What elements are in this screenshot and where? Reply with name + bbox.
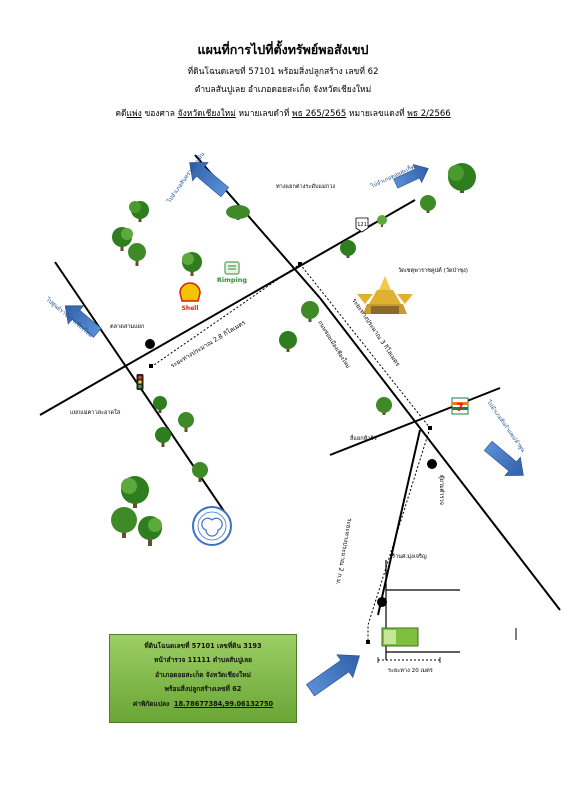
coord-label: ค่าพิกัดแปลง: [132, 699, 170, 708]
university-seal: [192, 506, 232, 546]
rimping-logo: Rimping: [217, 261, 248, 284]
seven-eleven-logo: 7: [451, 397, 469, 415]
tree-icon: [121, 476, 149, 508]
tree-icon: [112, 227, 133, 251]
police-label: ตู้ยามตำรวจ: [438, 475, 445, 505]
junction-harua-label: สี่แยกห้าร้ว: [349, 434, 376, 442]
shop-label: ร้านศ.มุ่งเจริญ: [392, 553, 427, 560]
property-marker: [381, 627, 419, 647]
distance-2-8-km-label: ระยะทางประมาณ 2.8 กิโลเมตร: [169, 318, 248, 370]
tree-icon: [377, 215, 387, 227]
tree-icon: [138, 516, 162, 546]
tree-icon: [182, 252, 202, 276]
tree-icon: [420, 195, 436, 213]
tree-icon: [128, 243, 146, 266]
case-line: คดีแพ่ง ของศาล จังหวัดเชียงใหม่ หมายเลขด…: [0, 106, 566, 120]
junction-maekuang-label: ทางแยกต่างระดับแม่กวง: [276, 183, 335, 190]
route-point: [149, 364, 153, 368]
road-highway-121: [39, 199, 416, 416]
info-survey: หน้าสำรวจ 11111 ตำบลสันปูเลย: [153, 656, 252, 665]
road-name-label: ถนนซอยเมืองเชียงใหม่: [316, 319, 351, 370]
rimping-label: Rimping: [217, 276, 248, 284]
temple-icon: [357, 276, 413, 314]
tree-icon: [301, 301, 319, 322]
tree-icon: [129, 201, 149, 222]
tree-icon: [340, 240, 356, 258]
info-deed: ที่ดินโฉนดเลขที่ 57101 เลขที่ดิน 3193: [144, 642, 262, 650]
arrow-icon: [393, 163, 429, 189]
deed-line: ที่ดินโฉนดเลขที่ 57101 พร้อมสิ่งปลูกสร้า…: [187, 67, 379, 77]
traffic-light-icon: [136, 374, 144, 390]
route-point: [298, 262, 302, 266]
road-local: [377, 429, 421, 616]
tree-icon: [376, 397, 392, 415]
route-segment-3: [367, 427, 431, 642]
case-type: แพ่ง: [126, 109, 142, 119]
arrow-icon: [64, 305, 102, 338]
temple-label: วัดเชตุพาราชคูปต์ (วัดป่าซุง): [398, 266, 468, 274]
red-case-number: พธ 2/2566: [407, 109, 451, 119]
market-label: ตลาดสามแยก: [110, 323, 144, 330]
route-point: [428, 426, 432, 430]
seven-eleven-label: 7: [456, 401, 464, 414]
arrow-icon: [483, 440, 524, 476]
red-no-prefix: หมายเลขแดงที่: [346, 109, 408, 119]
case-prefix: คดี: [115, 109, 127, 119]
tree-icon: [155, 427, 171, 447]
arrow-icon: [305, 654, 360, 697]
info-district: อำเภอดอยสะเก็ด จังหวัดเชียงใหม่: [155, 670, 251, 679]
tree-icon: [153, 396, 167, 413]
arrow-icon: [189, 162, 230, 198]
tree-icon: [226, 205, 250, 220]
property-info-box: ที่ดินโฉนดเลขที่ 57101 เลขที่ดิน 3193 หน…: [109, 634, 297, 723]
court-prefix: ของศาล: [141, 109, 178, 119]
tree-icon: [279, 331, 297, 352]
shell-label: Shell: [182, 305, 199, 312]
roads: [39, 154, 561, 616]
shop-marker: [377, 597, 387, 607]
page-title: แผนที่การไปที่ตั้งทรัพย์พอสังเขป: [197, 42, 369, 57]
tree-icon: [192, 462, 208, 482]
route-segment-2: [299, 263, 431, 429]
distance-2-km-label: ระยะทางประมาณ 2 ก.ม.: [334, 518, 353, 586]
route-path: [150, 263, 440, 661]
road-highway-118: [319, 297, 561, 611]
info-coordinates: ค่าพิกัดแปลง 18.78677384,99.06132750: [110, 697, 296, 711]
location-line: ตำบลสันปูเลย อำเภอดอยสะเก็ด จังหวัดเชียง…: [194, 85, 372, 95]
road-sign-icon: 121: [355, 217, 369, 233]
distance-20m-label: ระยะทาง 20 เมตร: [388, 668, 433, 674]
trees: [111, 163, 476, 546]
court-name: จังหวัดเชียงใหม่: [177, 109, 236, 119]
market-marker: [145, 339, 155, 349]
distance-20m-marker: [377, 657, 441, 663]
road-right-crossroad: [329, 387, 501, 456]
shell-logo: Shell: [179, 282, 201, 312]
black-case-number: พธ 265/2565: [292, 109, 347, 119]
direction-arrows: [64, 162, 524, 697]
coord-value: 18.78677384,99.06132750: [173, 699, 274, 708]
road-sign-number: 121: [357, 222, 367, 228]
route-point: [366, 640, 370, 644]
black-no-prefix: หมายเลขดำที่: [235, 109, 293, 119]
tree-icon: [178, 412, 194, 432]
route-points: [149, 262, 432, 644]
info-building: พร้อมสิ่งปลูกสร้างเลขที่ 62: [164, 685, 242, 694]
tree-icon: [111, 507, 137, 538]
tree-icon: [448, 163, 476, 193]
police-marker: [427, 459, 437, 469]
junction-maekhao-label: แยกแม่คาวสะอาดใส: [70, 409, 121, 416]
